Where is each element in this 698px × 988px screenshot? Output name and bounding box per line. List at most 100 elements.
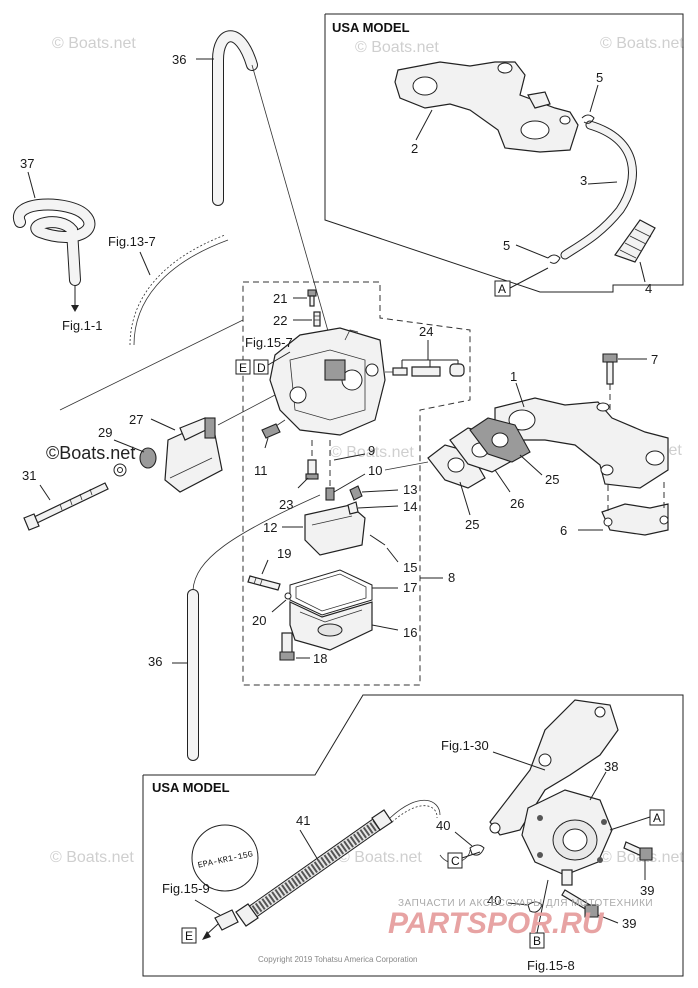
part-number-13: 13 bbox=[403, 482, 417, 497]
watermark-boats-dark: ©Boats.net bbox=[46, 443, 135, 463]
watermarks: © Boats.net © Boats.net © Boats.net © Bo… bbox=[46, 35, 684, 866]
ref-fig-13-7: Fig.13-7 bbox=[108, 234, 156, 249]
part-number-36: 36 bbox=[172, 52, 186, 67]
breather-hose-37: 37 Fig.1-1 bbox=[13, 156, 102, 333]
part-number-39: 39 bbox=[622, 916, 636, 931]
spacer-29 bbox=[113, 447, 157, 477]
screw-22 bbox=[313, 311, 321, 327]
ref-fig-15-8: Fig.15-8 bbox=[527, 958, 575, 973]
float-pin-13 bbox=[349, 485, 363, 501]
connector-e-box bbox=[181, 927, 197, 944]
connector-d-box bbox=[253, 359, 269, 375]
screw-19 bbox=[247, 575, 281, 591]
part-number-25: 25 bbox=[545, 472, 559, 487]
part-number-1: 1 bbox=[510, 369, 517, 384]
connector-b-letter: B bbox=[533, 934, 541, 948]
part-number-38: 38 bbox=[604, 759, 618, 774]
gaskets-25-26 bbox=[427, 417, 531, 489]
screw-39 bbox=[623, 841, 653, 861]
screw-21 bbox=[307, 289, 317, 307]
part-number-19: 19 bbox=[277, 546, 291, 561]
watermark-boats: © Boats.net bbox=[600, 35, 684, 52]
part-number-40: 40 bbox=[436, 818, 450, 833]
part-number-41: 41 bbox=[296, 813, 310, 828]
watermark-boats: © Boats.net bbox=[355, 39, 439, 56]
screw-39 bbox=[561, 889, 599, 918]
part-number-27: 27 bbox=[129, 412, 143, 427]
connector-a-box bbox=[494, 280, 511, 297]
connector-e-box bbox=[235, 359, 251, 375]
screw-14 bbox=[347, 501, 359, 515]
ref-fig-1-1: Fig.1-1 bbox=[62, 318, 102, 333]
watermark-boats: © Boats.net bbox=[338, 849, 422, 866]
intake-manifold-usa bbox=[394, 61, 579, 153]
part-number-37: 37 bbox=[20, 156, 34, 171]
connector-e-letter: E bbox=[239, 361, 247, 375]
part-number-10: 10 bbox=[368, 463, 382, 478]
clip-40 bbox=[469, 844, 485, 856]
ref-fig-15-7: Fig.15-7 bbox=[245, 335, 293, 350]
float-chamber-gasket-17 bbox=[289, 569, 373, 616]
fuel-hose-36-lower: 36 bbox=[148, 494, 321, 761]
part-number-17: 17 bbox=[403, 580, 417, 595]
part-number-12: 12 bbox=[263, 520, 277, 535]
bolt-31 bbox=[23, 482, 109, 531]
part-number-4: 4 bbox=[645, 281, 652, 296]
connector-c-box bbox=[447, 852, 463, 869]
silencer-27 bbox=[164, 417, 223, 493]
fuel-hose-41 bbox=[235, 809, 393, 927]
fuel-hose-36-upper: 36 bbox=[172, 30, 331, 339]
usa-model-top-title: USA MODEL bbox=[332, 20, 410, 35]
part-number-14: 14 bbox=[403, 499, 417, 514]
float-chamber-16 bbox=[289, 601, 373, 651]
watermark-boats: © Boats.net bbox=[50, 849, 134, 866]
part-number-5: 5 bbox=[596, 70, 603, 85]
part-number-23: 23 bbox=[279, 497, 293, 512]
pump-bracket bbox=[489, 699, 619, 836]
connector-c-letter: C bbox=[451, 854, 460, 868]
throttle-cable: Fig.13-7 bbox=[108, 234, 229, 346]
part-number-6: 6 bbox=[560, 523, 567, 538]
ref-fig-15-9: Fig.15-9 bbox=[162, 881, 210, 896]
part-number-18: 18 bbox=[313, 651, 327, 666]
bolt-7 bbox=[602, 353, 618, 410]
part-number-25: 25 bbox=[465, 517, 479, 532]
part-number-26: 26 bbox=[510, 496, 524, 511]
float-needle-10 bbox=[325, 487, 335, 501]
part-number-8: 8 bbox=[448, 570, 455, 585]
part-number-29: 29 bbox=[98, 425, 112, 440]
part-number-22: 22 bbox=[273, 313, 287, 328]
pilot-screw-set-24: 24 bbox=[385, 324, 465, 377]
part-number-21: 21 bbox=[273, 291, 287, 306]
part-number-20: 20 bbox=[252, 613, 266, 628]
part-number-40: 40 bbox=[487, 893, 501, 908]
part-number-11: 11 bbox=[254, 463, 268, 478]
usa-model-bottom-title: USA MODEL bbox=[152, 780, 230, 795]
connector-d-letter: D bbox=[257, 361, 266, 375]
part-number-31: 31 bbox=[22, 468, 36, 483]
screw-18 bbox=[279, 632, 295, 661]
brand-watermark: PARTSPOR.RU bbox=[388, 907, 605, 940]
usa-model-bottom-panel: USA MODEL Fig.1-30 38 A bbox=[142, 694, 684, 977]
part-number-2: 2 bbox=[411, 141, 418, 156]
part-number-36: 36 bbox=[148, 654, 162, 669]
ref-fig-1-30: Fig.1-30 bbox=[441, 738, 489, 753]
copyright: Copyright 2019 Tohatsu America Corporati… bbox=[258, 955, 418, 964]
fuel-pump-38 bbox=[521, 789, 613, 886]
connector-a-letter: A bbox=[653, 811, 661, 825]
watermark-boats: © Boats.net bbox=[52, 35, 136, 52]
epa-label: EPA-KR1-15G bbox=[191, 824, 259, 892]
part-number-3: 3 bbox=[580, 173, 587, 188]
carburetor-body bbox=[269, 327, 386, 436]
part-number-9: 9 bbox=[368, 443, 375, 458]
part-number-15: 15 bbox=[403, 560, 417, 575]
part-number-39: 39 bbox=[640, 883, 654, 898]
connector-fitting bbox=[202, 909, 239, 940]
part-number-24: 24 bbox=[419, 324, 433, 339]
part-number-5: 5 bbox=[503, 238, 510, 253]
connector-a-letter: A bbox=[498, 282, 506, 296]
gasket-6 bbox=[601, 482, 669, 536]
promo-text: ЗАПЧАСТИ И АКСЕССУАРЫ ДЛЯ МОТОТЕХНИКИ bbox=[398, 898, 653, 909]
usa-model-top-panel: USA MODEL 2 3 4 bbox=[324, 13, 684, 297]
elbow-hose bbox=[614, 219, 656, 263]
